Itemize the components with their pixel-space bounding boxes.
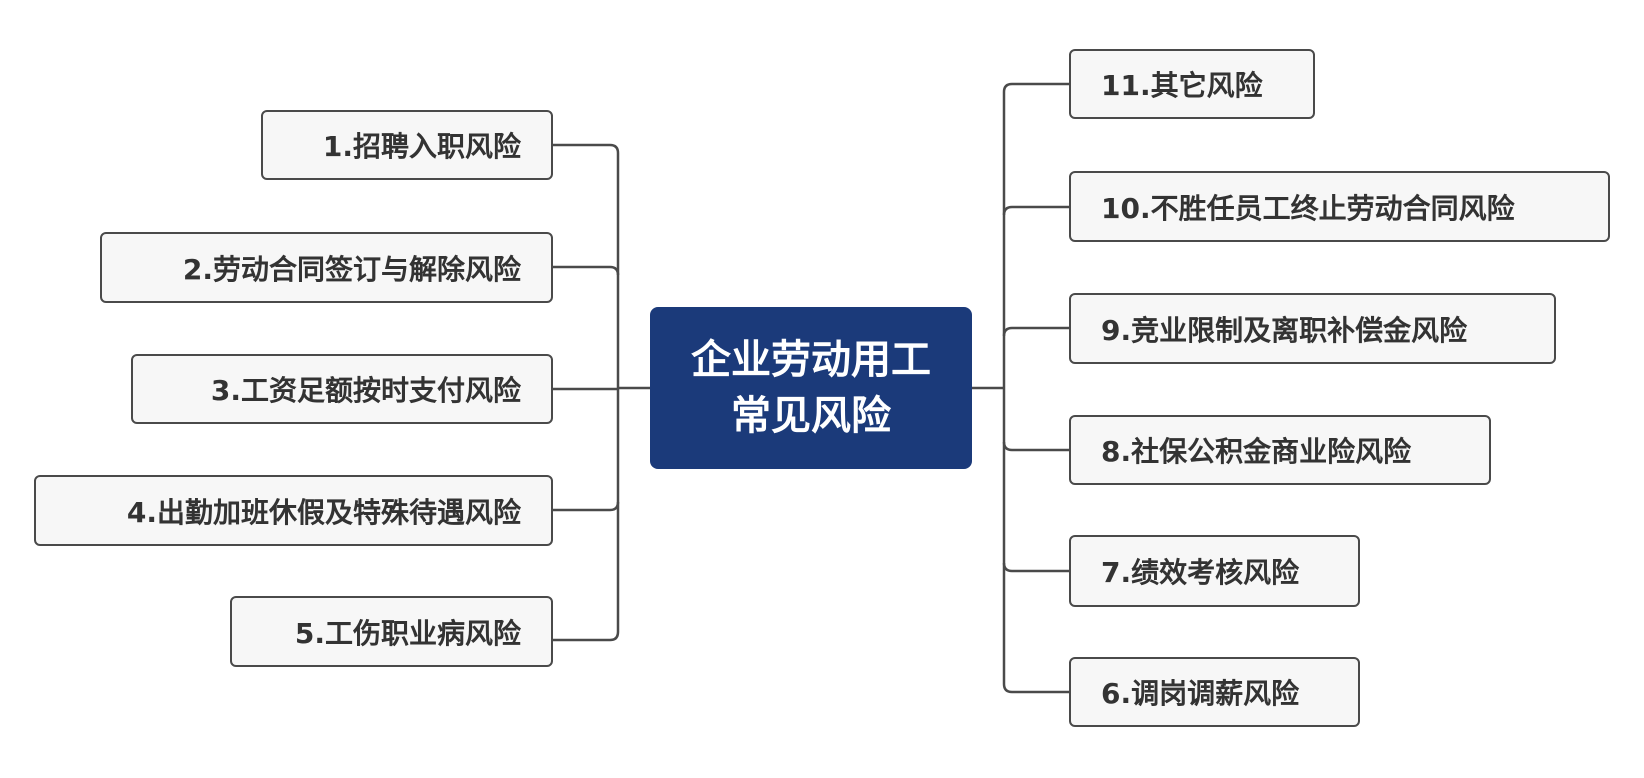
topic-9-non-compete[interactable]: 9.竞业限制及离职补偿金风险 (1069, 293, 1556, 364)
central-topic[interactable]: 企业劳动用工 常见风险 (650, 307, 972, 469)
topic-label: 10.不胜任员工终止劳动合同风险 (1101, 191, 1515, 225)
topic-1-recruitment[interactable]: 1.招聘入职风险 (261, 110, 553, 180)
connector-right-11 (1002, 82, 1069, 694)
topic-8-social-insurance[interactable]: 8.社保公积金商业险风险 (1069, 415, 1491, 485)
topic-label: 3.工资足额按时支付风险 (210, 374, 521, 407)
connector-left-1 (553, 143, 620, 642)
connector-left-2 (553, 265, 620, 276)
connector-right-8 (1002, 441, 1069, 452)
topic-label: 5.工伤职业病风险 (294, 616, 521, 650)
topic-11-other[interactable]: 11.其它风险 (1069, 49, 1315, 119)
topic-6-transfer-salary[interactable]: 6.调岗调薪风险 (1069, 657, 1360, 727)
topic-5-work-injury[interactable]: 5.工伤职业病风险 (230, 596, 553, 667)
central-topic-line2: 常见风险 (731, 393, 891, 439)
topic-label: 9.竞业限制及离职补偿金风险 (1101, 313, 1468, 347)
connector-right-10 (1002, 205, 1069, 216)
central-topic-line1: 企业劳动用工 (691, 337, 931, 383)
connector-right-7 (1002, 562, 1069, 573)
connector-right-9 (1002, 326, 1069, 337)
topic-3-wage-payment[interactable]: 3.工资足额按时支付风险 (131, 354, 553, 424)
topic-label: 2.劳动合同签订与解除风险 (182, 252, 521, 286)
topic-label: 4.出勤加班休假及特殊待遇风险 (126, 495, 521, 529)
topic-label: 8.社保公积金商业险风险 (1101, 435, 1412, 468)
topic-label: 11.其它风险 (1101, 69, 1263, 102)
topic-7-performance[interactable]: 7.绩效考核风险 (1069, 535, 1360, 607)
topic-4-attendance-leave[interactable]: 4.出勤加班休假及特殊待遇风险 (34, 475, 553, 546)
topic-label: 1.招聘入职风险 (322, 130, 521, 163)
topic-2-labor-contract[interactable]: 2.劳动合同签订与解除风险 (100, 232, 553, 303)
topic-10-incompetent-termination[interactable]: 10.不胜任员工终止劳动合同风险 (1069, 171, 1610, 242)
topic-label: 7.绩效考核风险 (1101, 556, 1300, 589)
connector-left-4 (553, 501, 620, 512)
topic-label: 6.调岗调薪风险 (1101, 677, 1300, 710)
